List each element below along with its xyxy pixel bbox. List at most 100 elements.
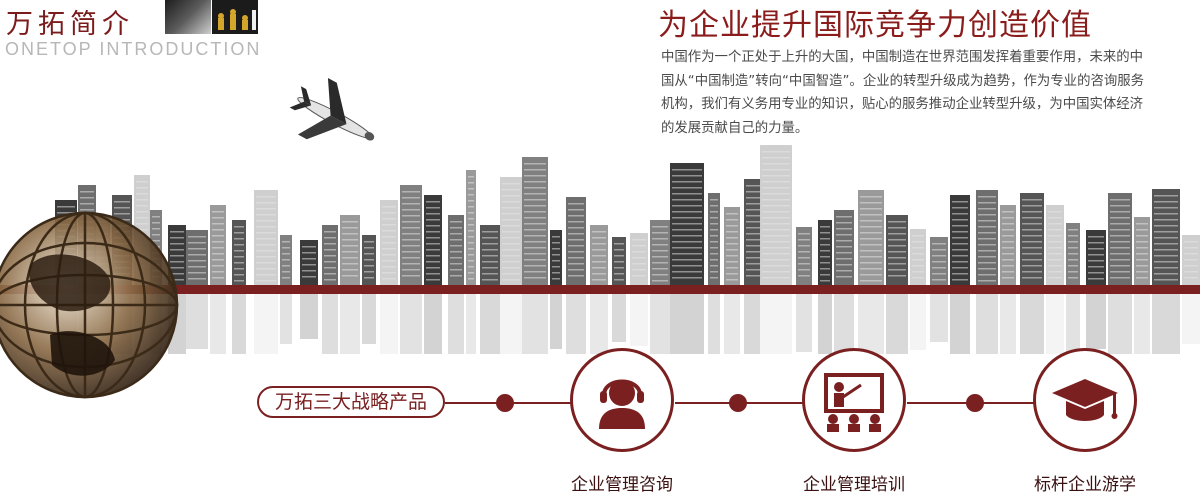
building-window-row xyxy=(1002,217,1014,219)
building-window-row xyxy=(402,263,420,265)
building-window-row xyxy=(1110,265,1130,267)
building-window-row xyxy=(524,223,546,225)
building xyxy=(858,294,884,354)
building-window-row xyxy=(568,215,584,217)
building-window-row xyxy=(524,229,546,231)
building-window-row xyxy=(836,216,852,218)
building-window-row xyxy=(1022,271,1042,273)
building-window-row xyxy=(888,227,906,229)
building-window-row xyxy=(1022,265,1042,267)
building-window-row xyxy=(502,255,520,257)
building-window-row xyxy=(746,185,762,187)
product-training-button[interactable] xyxy=(802,348,906,452)
building-window-row xyxy=(762,277,790,279)
building-window-row xyxy=(426,273,440,275)
building-window-row xyxy=(212,247,224,249)
building-window-row xyxy=(672,271,702,273)
building xyxy=(1046,294,1064,354)
building-window-row xyxy=(632,257,646,259)
building-window-row xyxy=(672,211,702,213)
building-window-row xyxy=(632,263,646,265)
building xyxy=(466,294,476,354)
building-window-row xyxy=(302,258,316,260)
building-window-row xyxy=(1088,266,1104,268)
building-window-row xyxy=(952,225,968,227)
building-window-row xyxy=(382,248,396,250)
building-window-row xyxy=(80,191,94,193)
building-window-row xyxy=(860,226,882,228)
building-window-row xyxy=(382,242,396,244)
building-window-row xyxy=(652,244,668,246)
building-window-row xyxy=(1002,223,1014,225)
building-window-row xyxy=(482,255,498,257)
building-window-row xyxy=(888,221,906,223)
building-window-row xyxy=(382,206,396,208)
building-window-row xyxy=(952,279,968,281)
building-window-row xyxy=(170,231,184,233)
building-window-row xyxy=(672,235,702,237)
building-window-row xyxy=(382,236,396,238)
building-window-row xyxy=(136,181,148,183)
product-consulting-button[interactable] xyxy=(570,348,674,452)
building-window-row xyxy=(1136,265,1148,267)
building-window-row xyxy=(1068,229,1078,231)
building-window-row xyxy=(450,251,462,253)
building-window-row xyxy=(746,209,762,211)
building-window-row xyxy=(524,217,546,219)
building-window-row xyxy=(426,249,440,251)
building-window-row xyxy=(256,196,276,198)
building-window-row xyxy=(652,274,668,276)
building-window-row xyxy=(568,251,584,253)
building-window-row xyxy=(468,242,474,244)
building-window-row xyxy=(382,212,396,214)
building-window-row xyxy=(402,209,420,211)
building-window-row xyxy=(450,263,462,265)
building-window-row xyxy=(170,267,184,269)
building-window-row xyxy=(762,235,790,237)
building-window-row xyxy=(888,275,906,277)
building-window-row xyxy=(710,277,718,279)
building-window-row xyxy=(762,217,790,219)
building-window-row xyxy=(952,213,968,215)
building-window-row xyxy=(552,242,560,244)
building-window-row xyxy=(1048,265,1062,267)
building-window-row xyxy=(1048,259,1062,261)
building-window-row xyxy=(952,207,968,209)
building-window-row xyxy=(1068,253,1078,255)
building-window-row xyxy=(568,203,584,205)
building-window-row xyxy=(746,191,762,193)
building-window-row xyxy=(672,247,702,249)
building-window-row xyxy=(234,232,244,234)
building xyxy=(1000,294,1016,354)
product-study-tour-button[interactable] xyxy=(1033,348,1137,452)
building-window-row xyxy=(502,219,520,221)
building-window-row xyxy=(978,262,996,264)
building-window-row xyxy=(672,277,702,279)
building-window-row xyxy=(836,270,852,272)
building-window-row xyxy=(170,261,184,263)
building xyxy=(522,294,548,354)
building-window-row xyxy=(932,249,946,251)
building-window-row xyxy=(762,259,790,261)
training-presentation-icon xyxy=(824,373,884,432)
building-window-row xyxy=(1002,229,1014,231)
building-window-row xyxy=(652,256,668,258)
building-window-row xyxy=(912,277,924,279)
building-window-row xyxy=(188,278,206,280)
building-window-row xyxy=(1088,254,1104,256)
building-window-row xyxy=(502,273,520,275)
building-window-row xyxy=(568,257,584,259)
building-window-row xyxy=(912,271,924,273)
building-window-row xyxy=(912,253,924,255)
building-window-row xyxy=(282,247,290,249)
building-window-row xyxy=(256,214,276,216)
building-window-row xyxy=(1154,195,1178,197)
building-window-row xyxy=(652,262,668,264)
building-window-row xyxy=(860,250,882,252)
building-window-row xyxy=(282,259,290,261)
building-window-row xyxy=(762,157,790,159)
headset-consultant-icon xyxy=(599,379,645,429)
building-window-row xyxy=(672,253,702,255)
airplane-icon xyxy=(289,78,375,141)
building-window-row xyxy=(524,199,546,201)
